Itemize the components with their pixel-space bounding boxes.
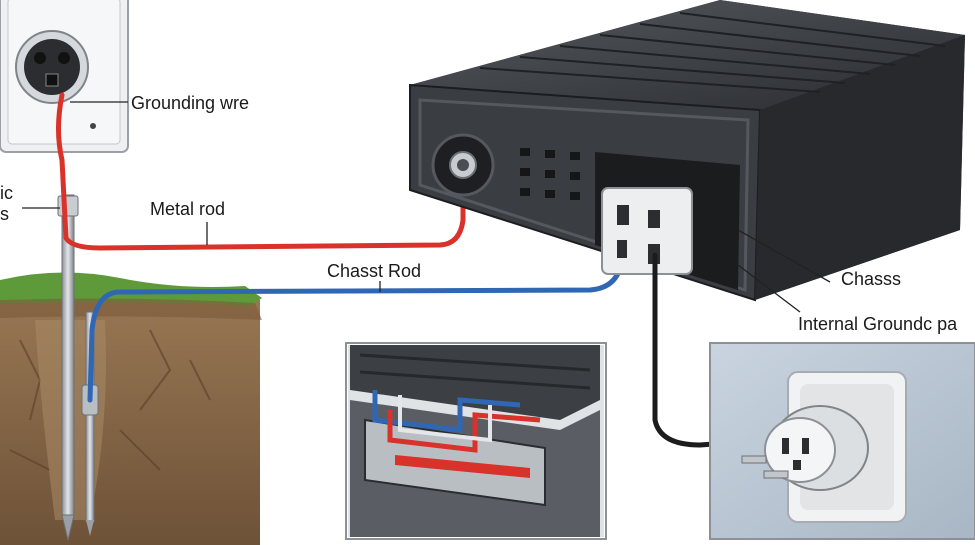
label-grounding-wire: Grounding wre (131, 93, 250, 113)
leader-lines (22, 101, 831, 313)
label-chassis-rod: Chasst Rod (327, 261, 422, 281)
label-cut-left-1: ic (0, 183, 13, 203)
label-chassis: Chasss (841, 269, 902, 289)
chassis-box (409, 0, 965, 302)
plug-inset (709, 342, 975, 540)
cutaway-inset (345, 342, 607, 540)
label-internal-ground: Internal Groundc pa (798, 314, 958, 334)
red-ground-wire (56, 92, 466, 251)
ground-section (0, 272, 262, 545)
label-metal-rod: Metal rod (150, 199, 226, 219)
wall-outlet (0, 0, 129, 153)
black-power-cord (652, 252, 773, 448)
label-cut-left-2: s (0, 204, 9, 224)
